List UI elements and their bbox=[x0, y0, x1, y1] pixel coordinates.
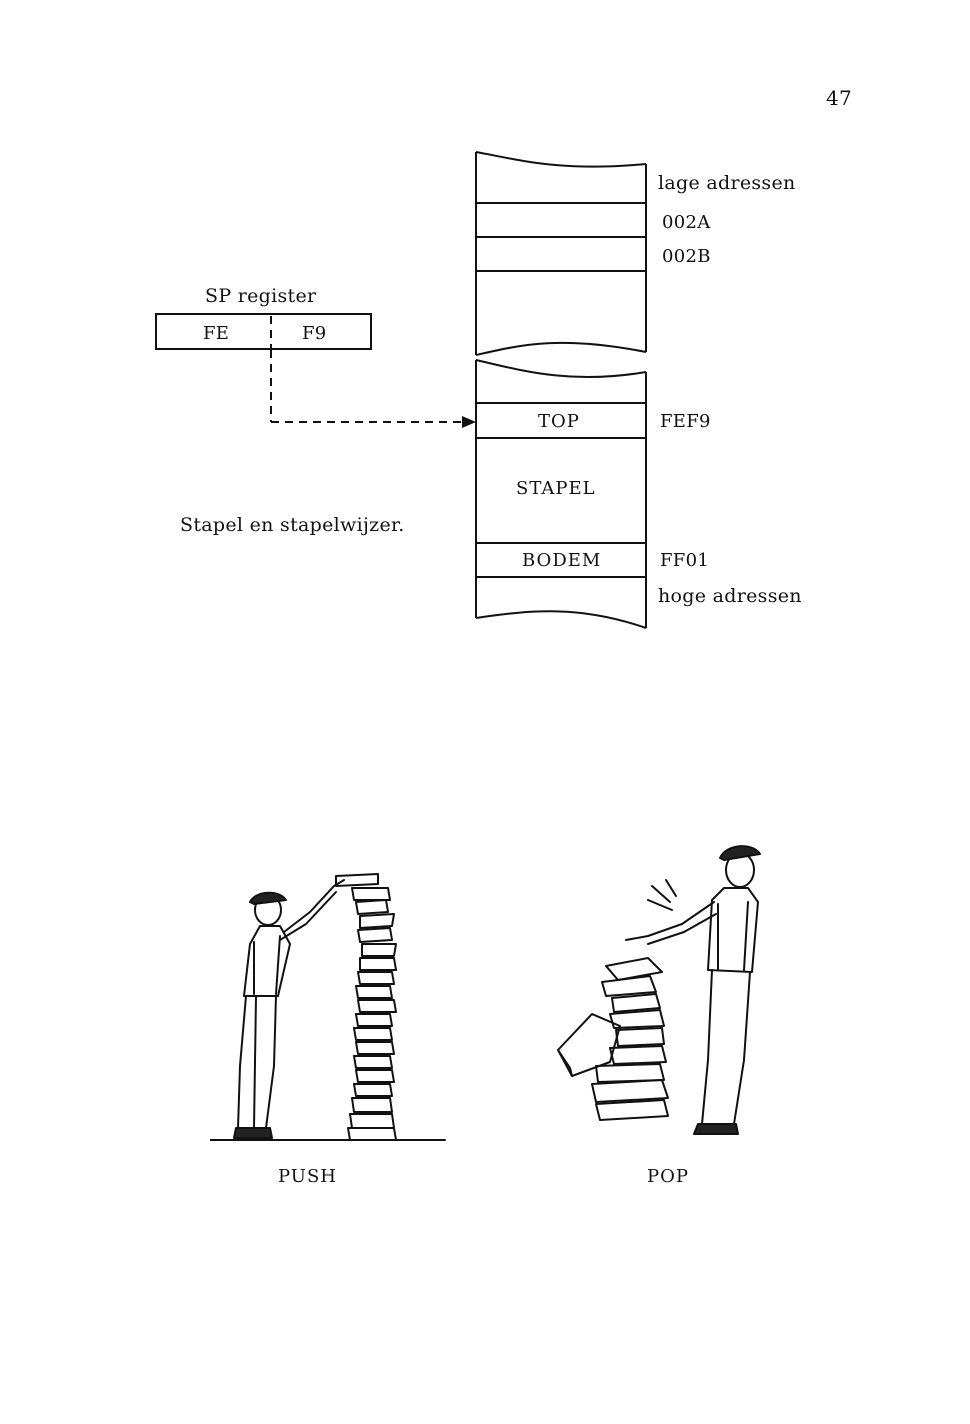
push-book-stack bbox=[347, 887, 397, 1141]
pop-caption: POP bbox=[647, 1166, 689, 1187]
pop-illustration bbox=[557, 845, 761, 1135]
page-number: 47 bbox=[826, 86, 853, 110]
sp-high-byte: FE bbox=[203, 323, 230, 344]
pop-worker-body bbox=[707, 887, 759, 973]
sp-low-byte: F9 bbox=[302, 323, 327, 344]
pop-book-stack bbox=[591, 957, 669, 1121]
sp-register-box bbox=[155, 313, 372, 350]
push-illustration bbox=[210, 873, 446, 1141]
figure-caption: Stapel en stapelwijzer. bbox=[180, 514, 405, 536]
high-addresses-label: hoge adressen bbox=[658, 585, 802, 607]
address-002A: 002A bbox=[662, 212, 711, 233]
top-address: FEF9 bbox=[660, 411, 711, 432]
lower-block-bottom-edge bbox=[475, 610, 647, 629]
pop-falling-book bbox=[557, 1013, 621, 1077]
top-cell-label: TOP bbox=[538, 411, 580, 432]
bottom-cell-label: BODEM bbox=[522, 550, 602, 571]
low-addresses-label: lage adressen bbox=[658, 172, 796, 194]
push-worker-arm bbox=[283, 879, 345, 933]
pointer-arrowhead bbox=[462, 416, 476, 428]
pop-worker-legs bbox=[701, 969, 751, 1125]
upper-block-top-edge bbox=[475, 151, 647, 168]
pop-shout-lines bbox=[647, 879, 677, 911]
stack-label: STAPEL bbox=[516, 478, 596, 499]
push-top-book bbox=[335, 873, 379, 887]
push-worker-legs bbox=[237, 995, 277, 1129]
bottom-address: FF01 bbox=[660, 550, 710, 571]
upper-block-bottom-edge bbox=[475, 341, 647, 356]
push-worker-body bbox=[243, 925, 291, 997]
sp-register-title: SP register bbox=[205, 285, 317, 307]
pop-worker-arm bbox=[625, 901, 715, 941]
push-worker-cap bbox=[249, 891, 287, 905]
push-caption: PUSH bbox=[278, 1166, 337, 1187]
lower-block-top-edge bbox=[475, 359, 647, 379]
address-002B: 002B bbox=[662, 246, 711, 267]
pop-worker-cap bbox=[719, 845, 761, 861]
